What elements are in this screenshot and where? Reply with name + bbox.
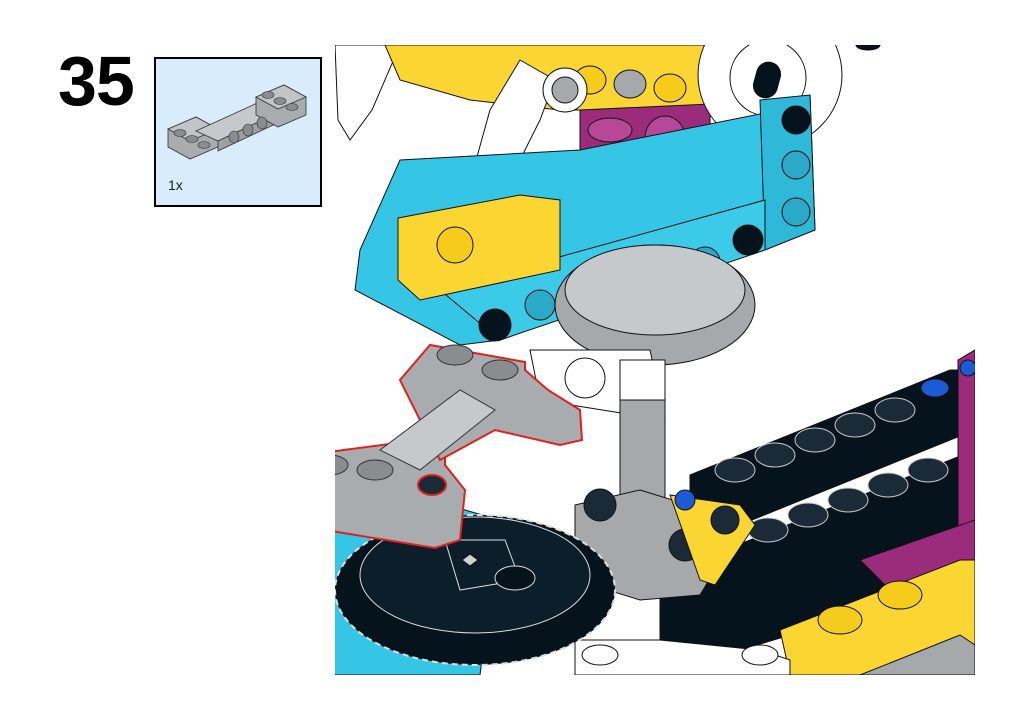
yellow-lower-block [779,559,975,675]
white-bottom-brick [574,639,791,675]
gray-gear [554,244,756,366]
parts-callout: 1x [154,57,322,207]
h-frame-part-image [167,84,307,160]
new-part-h-frame [335,343,584,550]
yellow-beam-on-frame [397,194,561,301]
white-curved-panel [335,45,401,141]
step-number: 35 [58,42,135,120]
part-quantity: 1x [168,177,183,193]
